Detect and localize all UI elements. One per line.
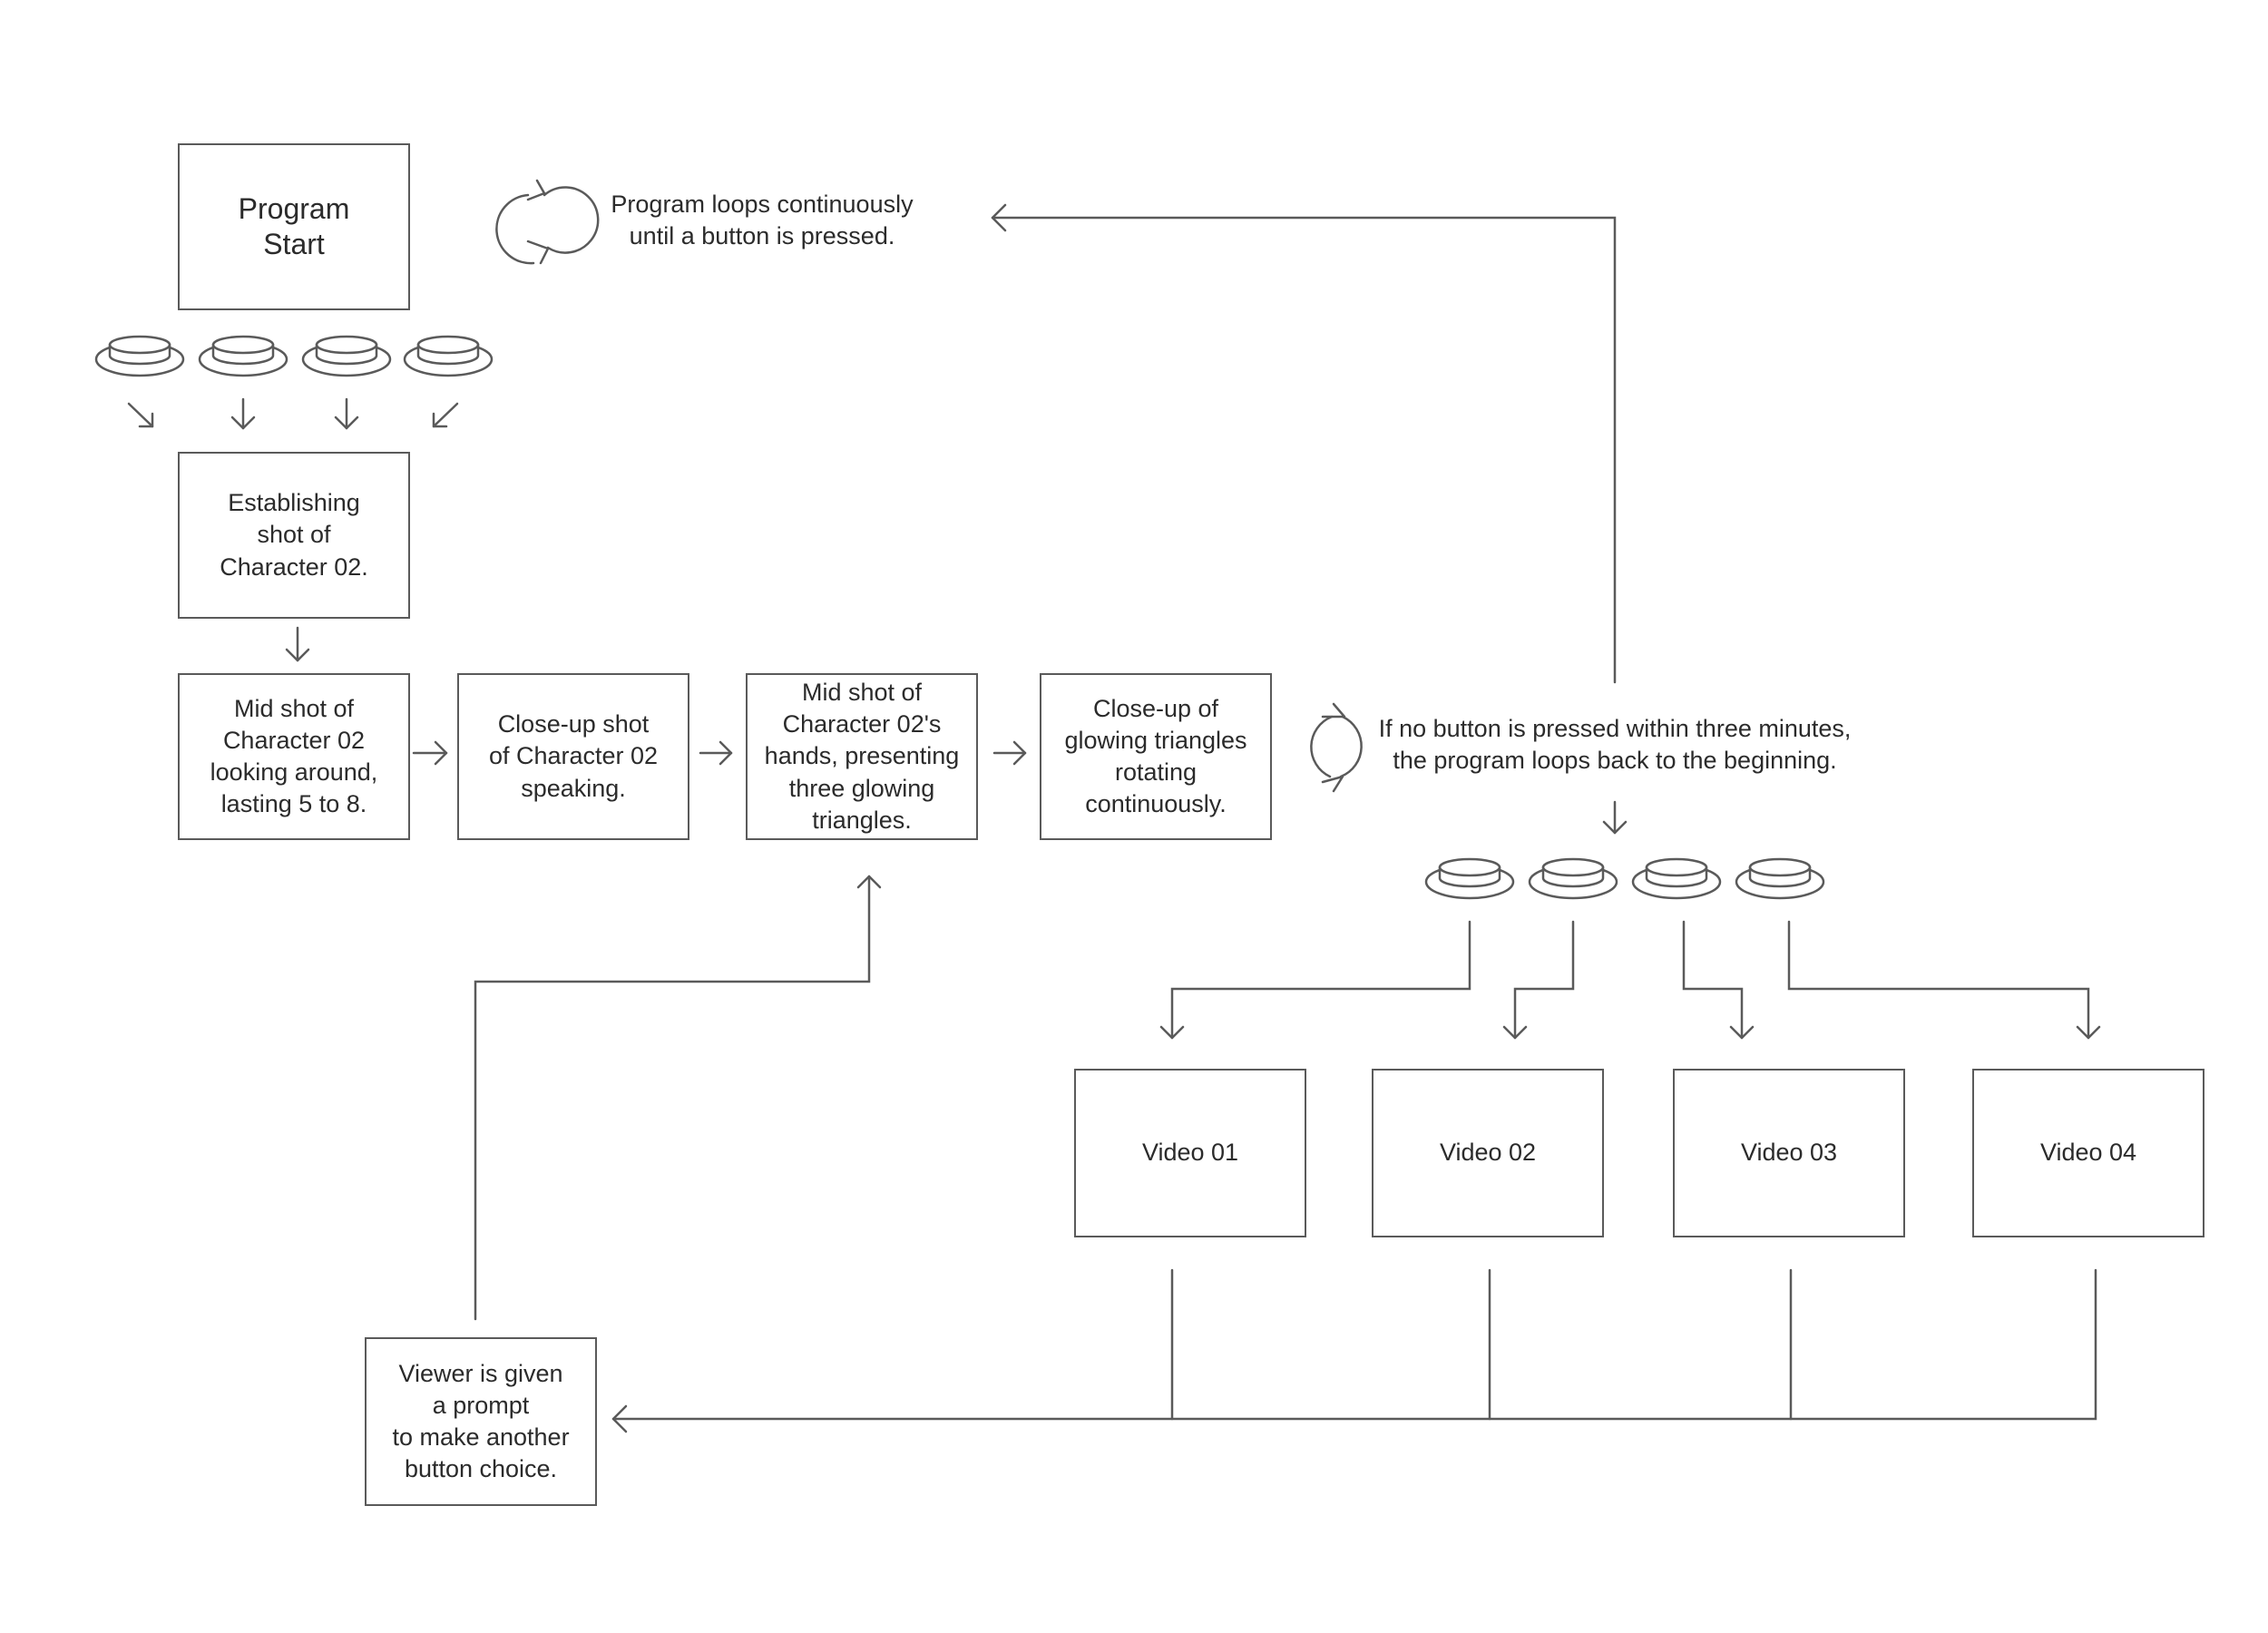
- viewer-prompt-box: Viewer is given a prompt to make another…: [365, 1337, 597, 1506]
- arrow-down-left-icon: [432, 402, 459, 428]
- push-button-icon: [1528, 857, 1618, 900]
- closeup-speaking-box: Close-up shot of Character 02 speaking.: [457, 673, 689, 840]
- video-03-box: Video 03: [1673, 1069, 1905, 1237]
- loop-until-press-note: Program loops continuously until a butto…: [611, 191, 914, 250]
- arrow-right-icon: [699, 740, 733, 766]
- establishing-shot-box: Establishing shot of Character 02.: [178, 452, 410, 619]
- connector-to-video-04: [1787, 920, 2101, 1040]
- video-02-box: Video 02: [1372, 1069, 1604, 1237]
- push-button-icon: [301, 335, 392, 377]
- video-01-box: Video 01: [1074, 1069, 1306, 1237]
- loop-arrows-icon: [1310, 702, 1363, 793]
- triangles-rotating-box: Close-up of glowing triangles rotating c…: [1040, 673, 1272, 840]
- push-button-icon: [198, 335, 288, 377]
- loop-arrows-icon: [526, 240, 550, 265]
- arrow-down-icon: [230, 397, 256, 430]
- arrow-right-icon: [992, 740, 1027, 766]
- push-button-icon: [94, 335, 185, 377]
- arrow-down-icon: [285, 626, 310, 662]
- arrow-down-icon: [1602, 800, 1628, 835]
- connector-videos-to-prompt: [611, 1268, 2097, 1433]
- push-button-icon: [1424, 857, 1515, 900]
- arrow-right-icon: [412, 740, 448, 766]
- connector-to-video-01: [1159, 920, 1471, 1040]
- connector-to-video-02: [1502, 920, 1575, 1040]
- hands-triangles-box: Mid shot of Character 02's hands, presen…: [746, 673, 978, 840]
- push-button-icon: [403, 335, 494, 377]
- loop-back-note: If no button is pressed within three min…: [1378, 715, 1852, 775]
- connector-to-video-03: [1682, 920, 1755, 1040]
- push-button-icon: [1631, 857, 1722, 900]
- push-button-icon: [1735, 857, 1825, 900]
- program-start-box: Program Start: [178, 143, 410, 310]
- loop-arrows-icon: [495, 179, 600, 265]
- mid-shot-box: Mid shot of Character 02 looking around,…: [178, 673, 410, 840]
- arrow-down-right-icon: [127, 402, 154, 428]
- connector-prompt-to-hands: [474, 875, 882, 1321]
- arrow-down-icon: [334, 397, 359, 430]
- loop-back-connector: [991, 203, 1617, 684]
- video-04-box: Video 04: [1972, 1069, 2204, 1237]
